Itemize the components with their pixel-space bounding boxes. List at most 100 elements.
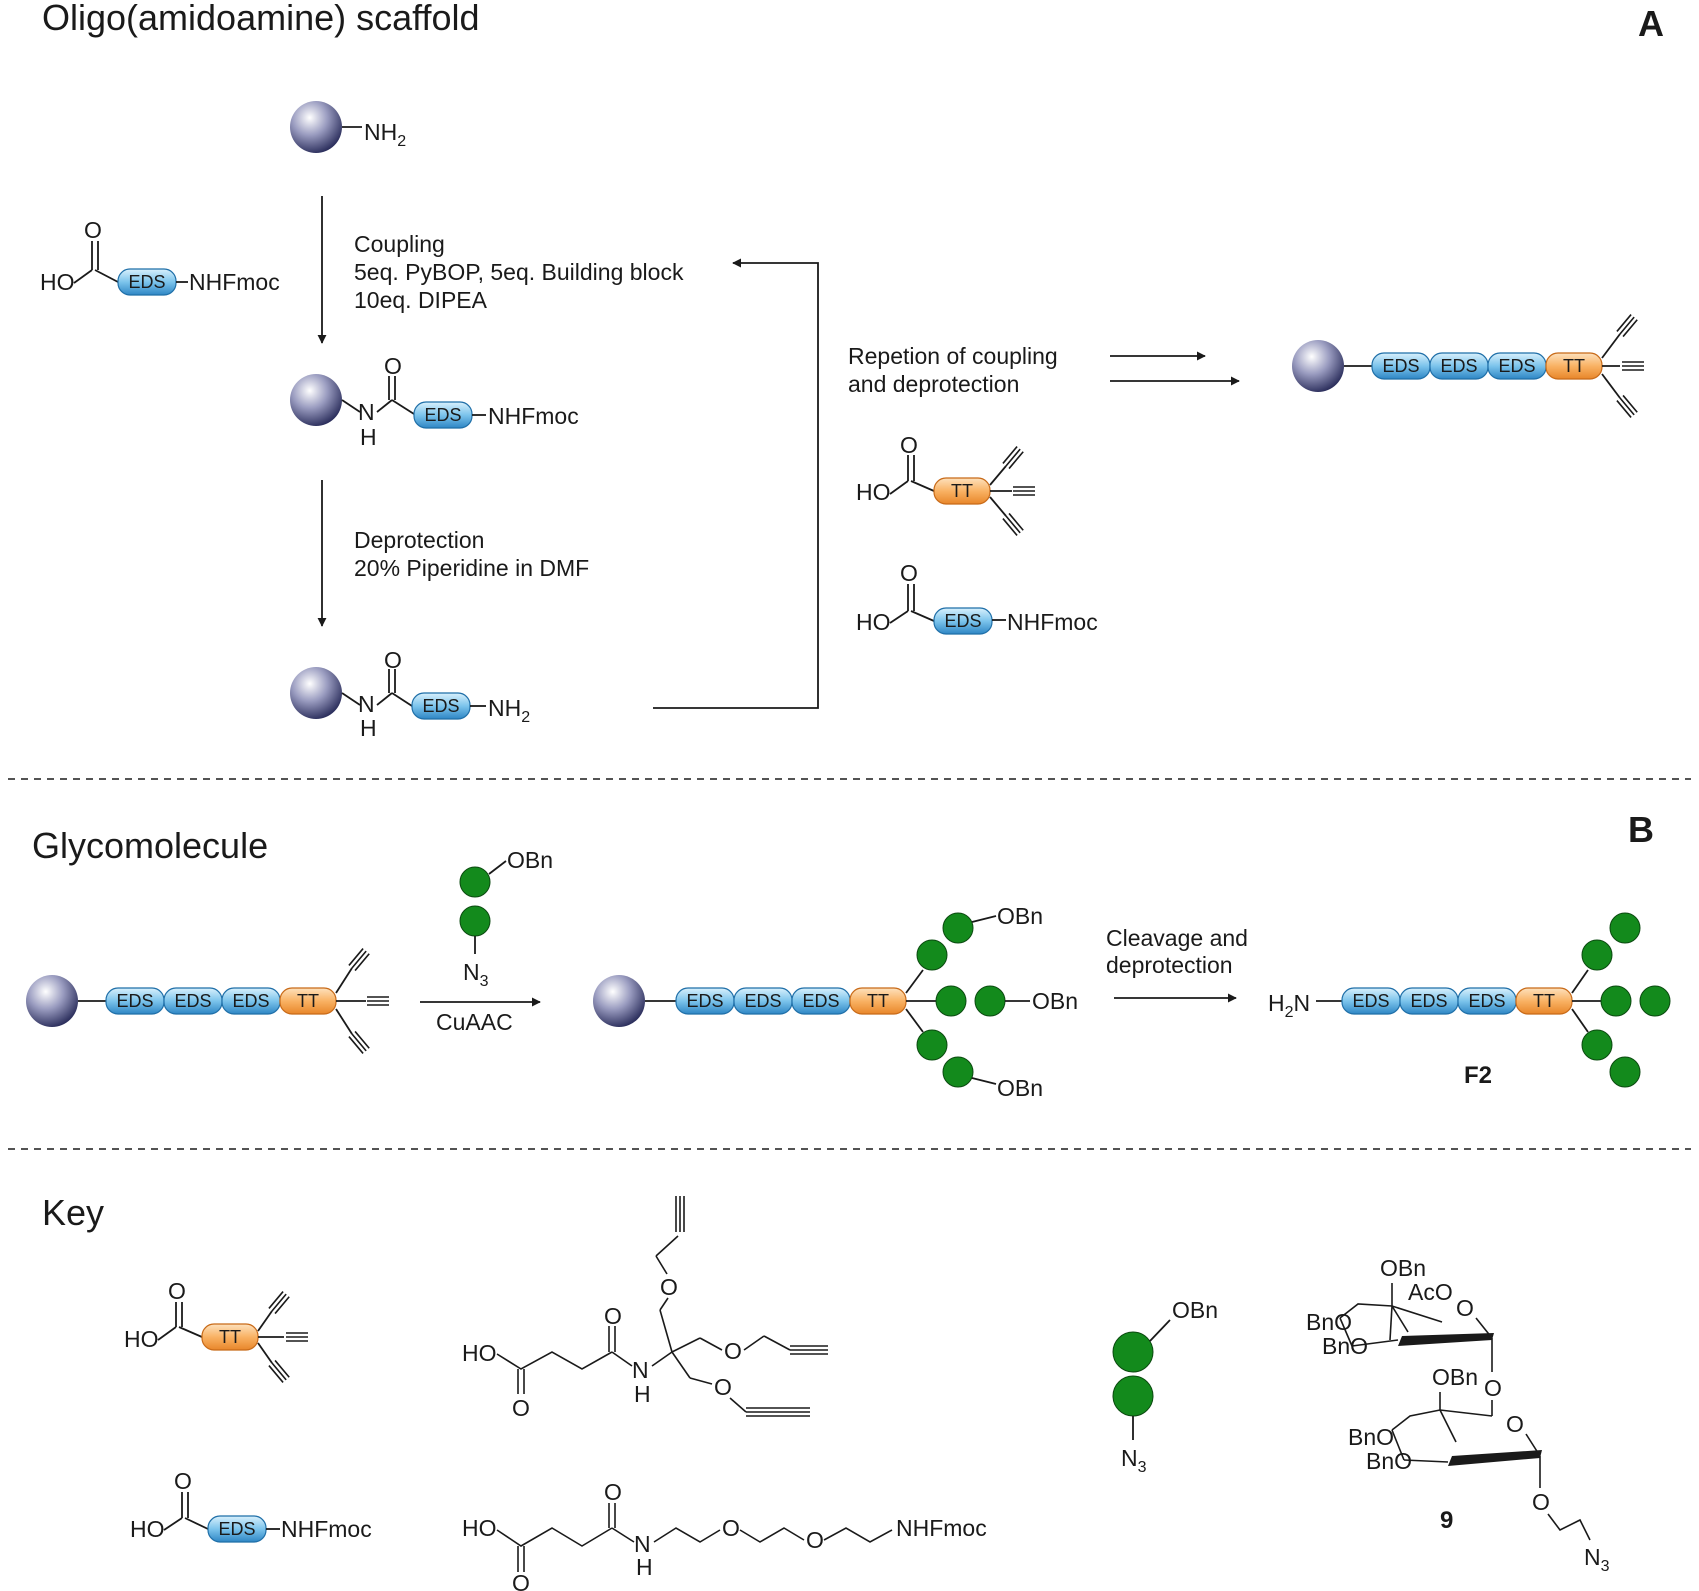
svg-text:N: N <box>632 1357 649 1383</box>
svg-text:TT: TT <box>1563 356 1585 376</box>
mannose-icon <box>459 866 491 898</box>
svg-text:NHFmoc: NHFmoc <box>896 1515 987 1541</box>
repeat-loop-arrow <box>653 258 819 709</box>
svg-text:TT: TT <box>219 1327 241 1347</box>
scaffold-product: EDS EDS EDS TT <box>1292 313 1645 419</box>
deprotection-label: Deprotection <box>354 527 484 553</box>
key-panel: Key HO O TT HO O O <box>42 1192 1610 1591</box>
svg-text:HO: HO <box>124 1326 159 1352</box>
svg-text:EDS: EDS <box>1410 991 1447 1011</box>
resin-bead-icon <box>290 101 342 153</box>
svg-text:EDS: EDS <box>686 991 723 1011</box>
compound-label: 9 <box>1440 1507 1453 1534</box>
svg-text:NHFmoc: NHFmoc <box>488 403 579 429</box>
svg-text:TT: TT <box>1533 991 1555 1011</box>
panel-b-title: Glycomolecule <box>32 825 268 866</box>
key-disaccharide-symbol: OBn N3 <box>1112 1297 1218 1476</box>
coupling-reagents: 5eq. PyBOP, 5eq. Building block <box>354 259 684 285</box>
svg-text:O: O <box>604 1303 622 1329</box>
mannose-icon <box>1112 1331 1154 1373</box>
svg-text:EDS: EDS <box>218 1519 255 1539</box>
svg-text:O: O <box>714 1374 732 1400</box>
svg-text:O: O <box>174 1468 192 1494</box>
svg-text:HO: HO <box>856 479 891 505</box>
coupling-label: Coupling <box>354 231 445 257</box>
svg-text:EDS: EDS <box>744 991 781 1011</box>
svg-text:EDS: EDS <box>128 272 165 292</box>
svg-text:OBn: OBn <box>997 1075 1043 1101</box>
mannose-icon <box>1112 1375 1154 1417</box>
compound-9-structure: OBn AcO O BnO BnO O OBn O <box>1306 1255 1610 1575</box>
svg-text:NHFmoc: NHFmoc <box>281 1516 372 1542</box>
svg-text:EDS: EDS <box>116 991 153 1011</box>
key-title: Key <box>42 1192 104 1233</box>
svg-text:H2N: H2N <box>1268 990 1310 1021</box>
resin-eds-amine: N H O EDS NH2 <box>290 647 530 741</box>
svg-text:BnO: BnO <box>1366 1448 1412 1474</box>
panel-b: Glycomolecule B EDS EDS EDS TT OBn <box>26 809 1671 1101</box>
svg-text:H: H <box>634 1381 651 1407</box>
svg-text:OBn: OBn <box>507 847 553 873</box>
svg-text:N3: N3 <box>1584 1544 1610 1575</box>
cleavage-label-2: deprotection <box>1106 952 1233 978</box>
f2-glycoconjugate: H2N EDS EDS EDS TT F2 <box>1268 912 1671 1089</box>
panel-a: Oligo(amidoamine) scaffold A NH2 HO O ED… <box>40 0 1664 741</box>
svg-text:EDS: EDS <box>174 991 211 1011</box>
svg-text:N: N <box>634 1531 651 1557</box>
svg-text:NHFmoc: NHFmoc <box>189 269 280 295</box>
svg-text:EDS: EDS <box>944 611 981 631</box>
svg-text:O: O <box>1506 1411 1524 1437</box>
resin-bead-icon <box>26 975 78 1027</box>
cuaac-label: CuAAC <box>436 1009 513 1035</box>
panel-b-letter: B <box>1628 809 1654 850</box>
svg-text:H: H <box>360 424 377 450</box>
svg-text:EDS: EDS <box>1382 356 1419 376</box>
repetition-label-2: and deprotection <box>848 371 1019 397</box>
mannose-icon <box>459 905 491 937</box>
svg-text:EDS: EDS <box>232 991 269 1011</box>
resin-eds-fmoc: N H O EDS NHFmoc <box>290 353 579 450</box>
key-tt-structure: HO O O N H O O <box>462 1196 828 1421</box>
svg-text:N: N <box>358 399 375 425</box>
svg-text:O: O <box>900 560 918 586</box>
svg-text:O: O <box>900 432 918 458</box>
svg-text:O: O <box>660 1274 678 1300</box>
svg-text:O: O <box>722 1515 740 1541</box>
repetition-label: Repetion of coupling <box>848 343 1058 369</box>
svg-text:O: O <box>724 1338 742 1364</box>
svg-text:EDS: EDS <box>1498 356 1535 376</box>
azide-disaccharide-reagent: OBn N3 <box>459 847 553 990</box>
resin-amine: NH2 <box>290 101 406 153</box>
svg-text:BnO: BnO <box>1348 1424 1394 1450</box>
svg-text:OBn: OBn <box>1380 1255 1426 1281</box>
deprotection-reagents: 20% Piperidine in DMF <box>354 555 589 581</box>
svg-text:TT: TT <box>867 991 889 1011</box>
svg-text:NH2: NH2 <box>364 119 406 150</box>
resin-bead-icon <box>290 374 342 426</box>
svg-text:HO: HO <box>462 1340 497 1366</box>
eds-building-block-2: HO O EDS NHFmoc <box>856 560 1098 635</box>
svg-text:O: O <box>604 1479 622 1505</box>
svg-text:BnO: BnO <box>1322 1333 1368 1359</box>
svg-text:AcO: AcO <box>1408 1279 1453 1305</box>
coupling-base: 10eq. DIPEA <box>354 287 488 313</box>
eds-building-block: HO O EDS NHFmoc <box>40 217 280 296</box>
svg-text:BnO: BnO <box>1306 1309 1352 1335</box>
svg-text:HO: HO <box>856 609 891 635</box>
svg-text:EDS: EDS <box>424 405 461 425</box>
svg-text:OBn: OBn <box>1432 1364 1478 1390</box>
svg-text:O: O <box>168 1278 186 1304</box>
resin-bead-icon <box>1292 340 1344 392</box>
svg-text:N: N <box>358 691 375 717</box>
svg-text:O: O <box>512 1395 530 1421</box>
svg-text:NH2: NH2 <box>488 695 530 726</box>
key-tt-symbol: HO O TT <box>124 1278 309 1384</box>
key-eds-structure: HO O O N H O O NHFmoc <box>462 1479 987 1591</box>
svg-text:N3: N3 <box>1121 1445 1147 1476</box>
resin-bead-icon <box>290 667 342 719</box>
svg-text:HO: HO <box>462 1515 497 1541</box>
svg-text:EDS: EDS <box>422 696 459 716</box>
svg-text:N3: N3 <box>463 959 489 990</box>
svg-text:HO: HO <box>40 269 75 295</box>
